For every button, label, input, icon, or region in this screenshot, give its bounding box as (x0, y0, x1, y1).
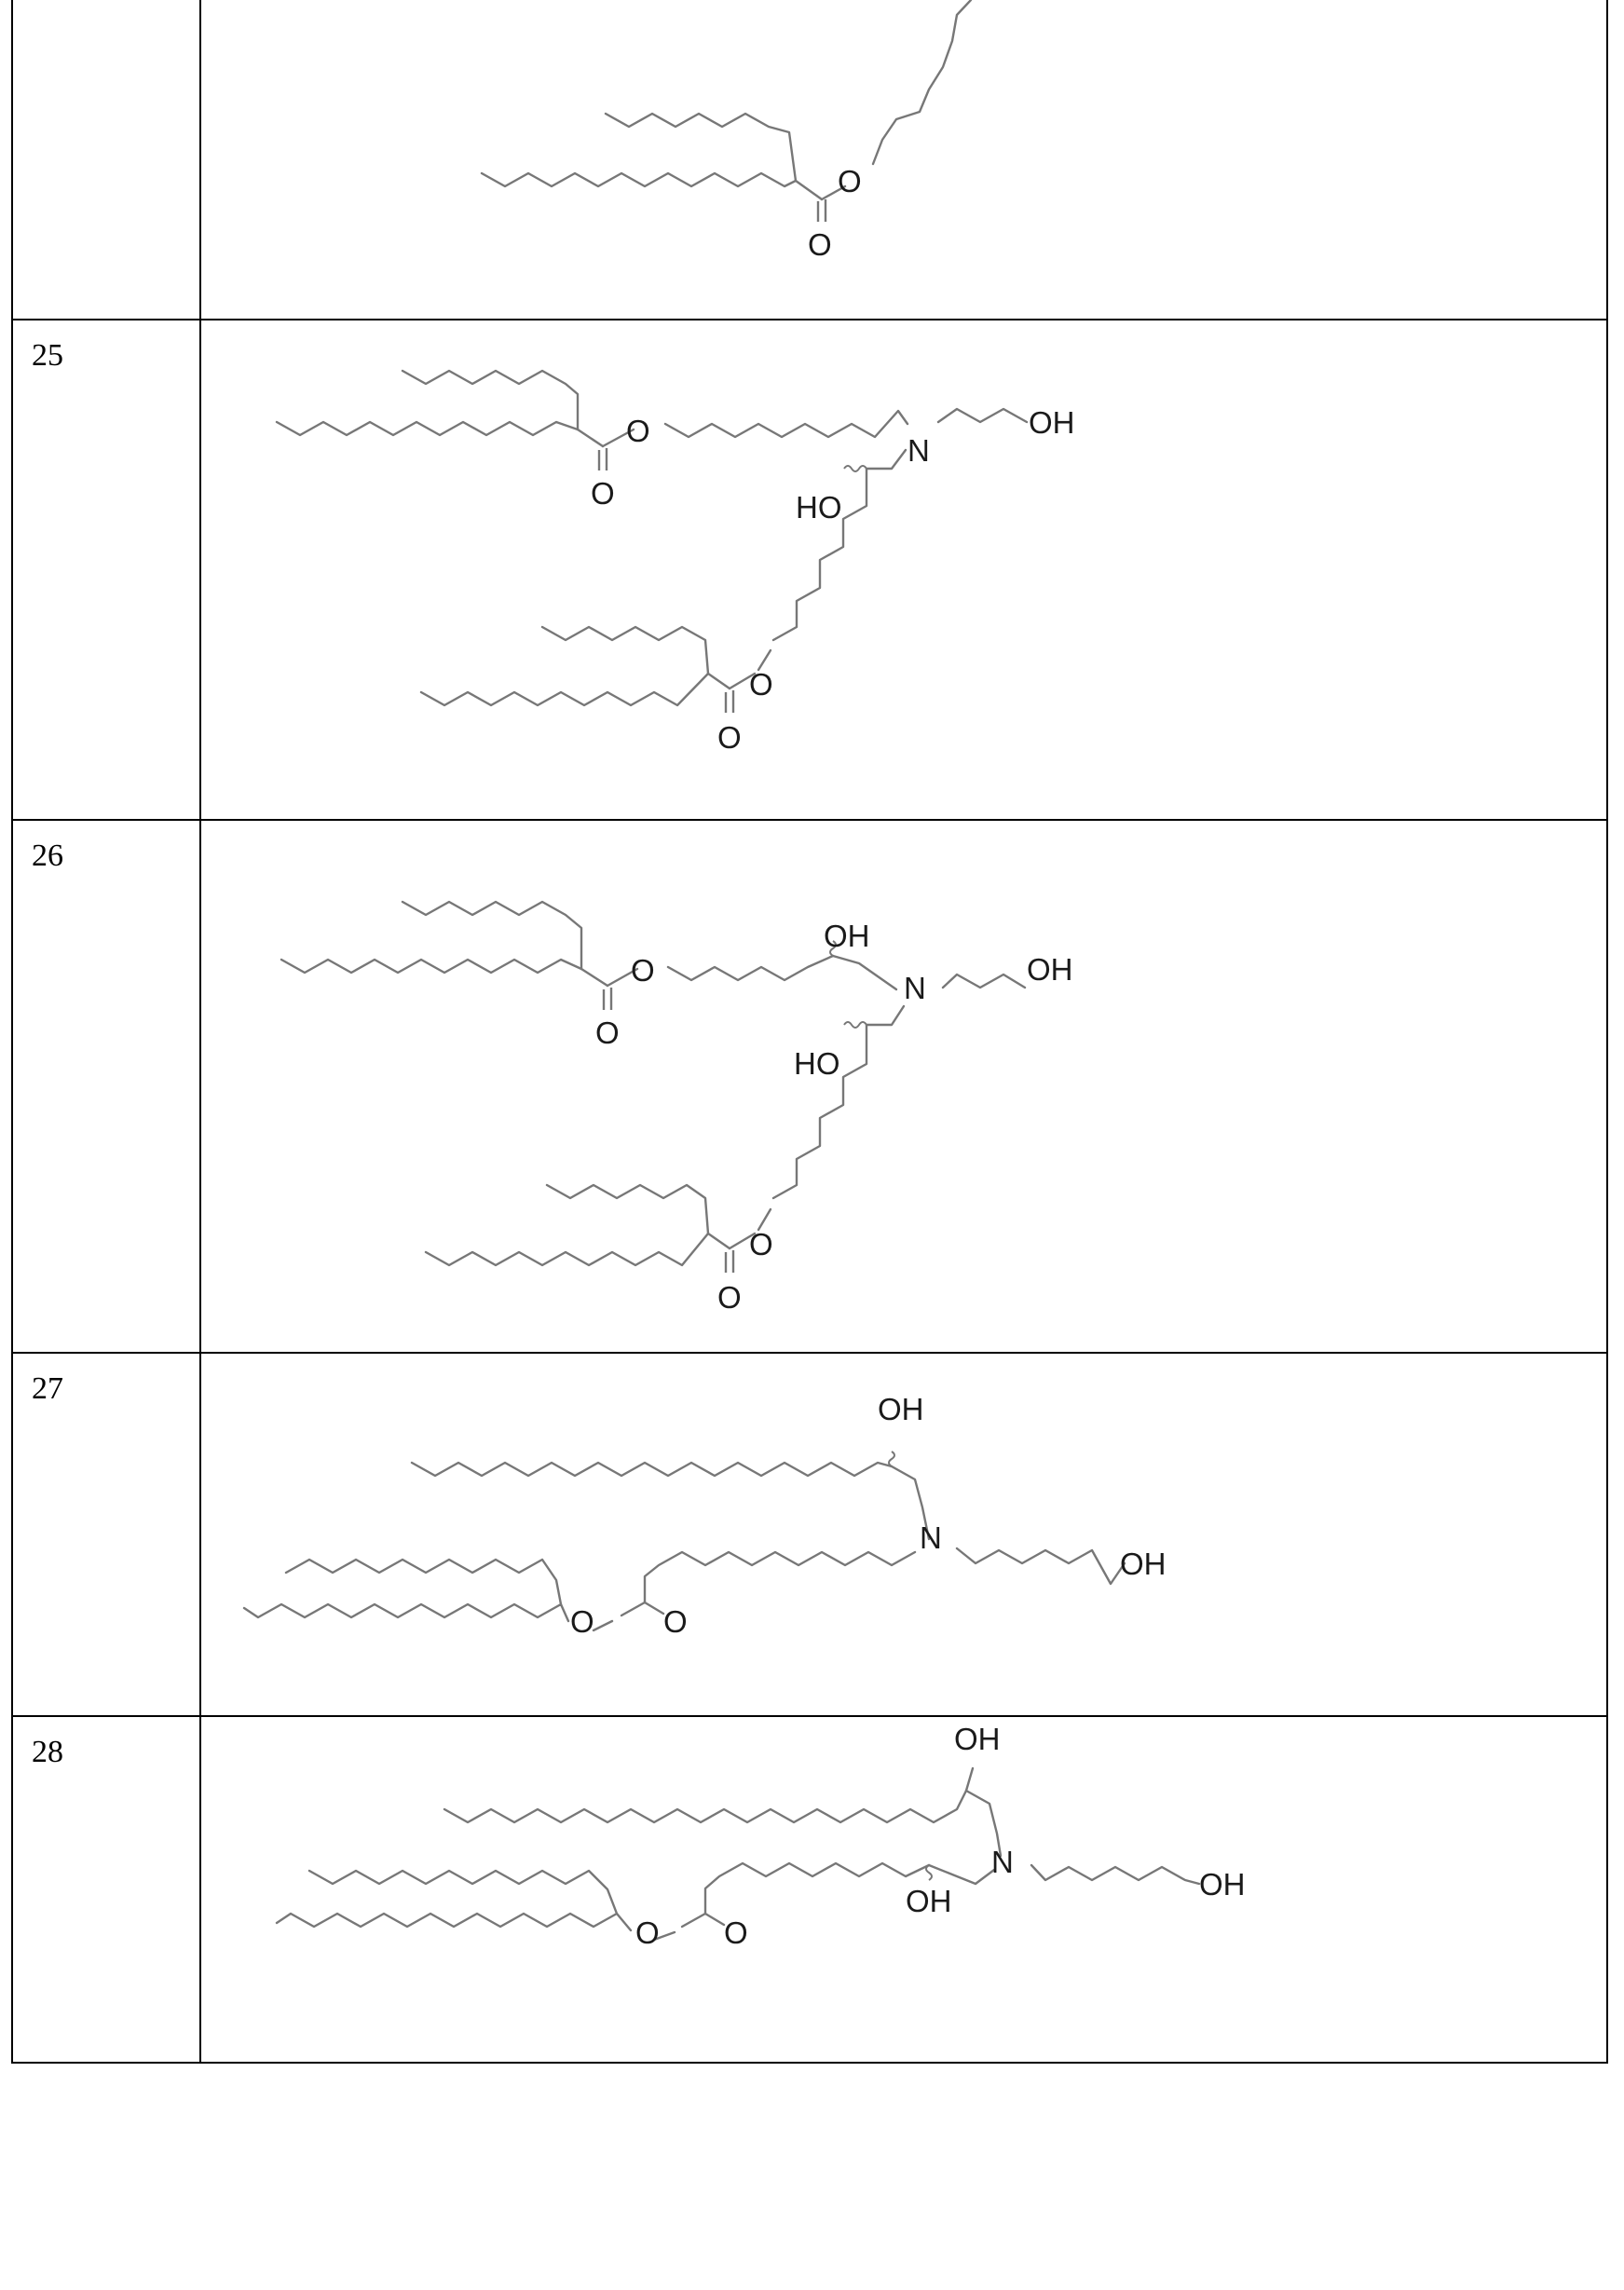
atom-o1: O (626, 414, 650, 448)
atom-o2-carbonyl: O (724, 1915, 748, 1950)
atom-oh1: OH (824, 919, 870, 953)
atom-oh3: OH (906, 1884, 952, 1918)
atom-oh2: OH (1120, 1547, 1167, 1581)
atom-n: N (904, 971, 926, 1005)
atom-n: N (908, 433, 930, 468)
compound-table: 25 26 27 28 O O O O N OH (11, 0, 1609, 2065)
structure-25: O O N OH HO O O (11, 320, 1609, 820)
atom-oh: OH (1029, 405, 1075, 440)
atom-oh2: OH (1199, 1867, 1246, 1902)
atom-oh1: OH (954, 1722, 1001, 1756)
atom-o: O (838, 164, 862, 198)
atom-ho: HO (794, 1046, 840, 1081)
atom-o1: O (570, 1604, 594, 1639)
atom-o1: O (635, 1915, 660, 1950)
structure-28: OH N OH OH O O (11, 1716, 1609, 2065)
atom-o2-carbonyl: O (595, 1016, 620, 1050)
structure-27: OH N OH O O (11, 1353, 1609, 1716)
atom-n: N (991, 1845, 1014, 1879)
atom-oh1: OH (878, 1392, 924, 1426)
atom-o3: O (749, 667, 773, 702)
atom-o3: O (749, 1227, 773, 1261)
structure-partial-24: O O (11, 0, 1609, 320)
atom-o4-carbonyl: O (717, 720, 742, 755)
atom-o4-carbonyl: O (717, 1280, 742, 1315)
atom-oh2: OH (1027, 952, 1073, 987)
atom-o2-carbonyl: O (663, 1604, 688, 1639)
atom-ho: HO (796, 490, 842, 525)
atom-o-carbonyl: O (808, 227, 832, 262)
atom-o2-carbonyl: O (591, 476, 615, 511)
atom-o1: O (631, 953, 655, 988)
atom-n: N (920, 1520, 942, 1555)
structure-26: O O OH N OH HO O O (11, 820, 1609, 1353)
